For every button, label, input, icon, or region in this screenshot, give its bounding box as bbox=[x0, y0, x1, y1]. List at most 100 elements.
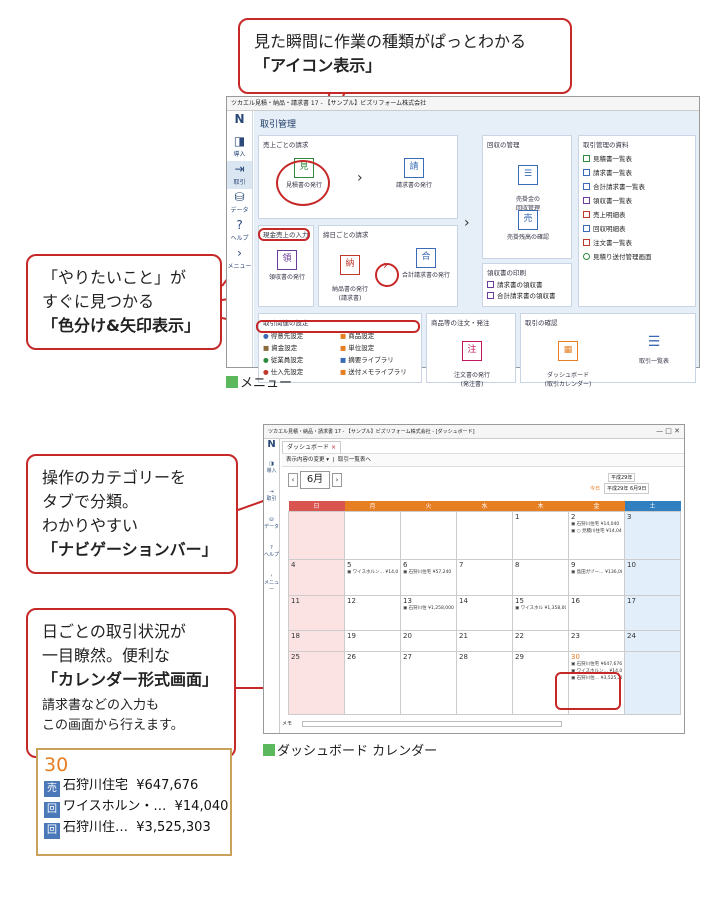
calendar-entry[interactable]: ▣ 石狩川住宅 ¥57,240 bbox=[403, 570, 452, 576]
list-item[interactable]: 見積り送付管理画面 bbox=[583, 250, 691, 264]
calendar-entry[interactable]: ▣ 石狩川住… ¥3,525,303 bbox=[571, 676, 622, 682]
calendar-day[interactable]: 15▣ ワイスホル ¥1,358,000 bbox=[512, 594, 569, 631]
calendar-entry[interactable]: ▣ ワイスホル ¥1,358,000 bbox=[515, 605, 566, 611]
list-item[interactable]: ● 得意先設定 bbox=[263, 332, 304, 340]
list-item[interactable]: 注文書一覧表 bbox=[583, 236, 691, 250]
nav-tab-intro[interactable]: ◨導入 bbox=[264, 461, 279, 489]
calendar-day[interactable]: 14 bbox=[456, 594, 513, 631]
calendar-day[interactable] bbox=[288, 510, 345, 561]
calendar-entry[interactable]: ▣ ワイスホルン… ¥14,040 bbox=[347, 570, 398, 576]
nav-tab-help[interactable]: ?ヘルプ bbox=[227, 217, 252, 245]
calendar-day[interactable]: 10 bbox=[624, 559, 681, 596]
close-icon[interactable]: × bbox=[330, 444, 336, 451]
list-item[interactable]: ■ 商品設定 bbox=[340, 332, 375, 340]
order-issue-button[interactable]: 注 注文書の発行 (発注書) bbox=[437, 334, 507, 395]
entry-row[interactable]: 回石狩川住… ¥3,525,303 bbox=[44, 818, 224, 839]
nav-tab-data[interactable]: ⛁データ bbox=[227, 189, 252, 217]
calendar-day[interactable]: 25 bbox=[288, 651, 345, 715]
day-number: 8 bbox=[515, 561, 520, 570]
calendar-day[interactable] bbox=[400, 510, 457, 561]
day-number: 14 bbox=[459, 596, 468, 605]
calendar-day[interactable] bbox=[456, 510, 513, 561]
total-invoice-issue-button[interactable]: 合 合計請求書の発行 bbox=[397, 248, 455, 279]
calendar-entry[interactable]: ▣ 島田ガヅー… ¥136,080 bbox=[571, 570, 622, 576]
calendar-day[interactable]: 23 bbox=[568, 629, 625, 653]
nav-tab-menu[interactable]: ›メニュー bbox=[227, 246, 252, 270]
calendar-entry[interactable]: ▣ ○ 見積川住宅 ¥14,040 bbox=[571, 528, 622, 534]
calendar-day[interactable]: 2▣ 石狩川住宅 ¥14,040▣ ○ 見積川住宅 ¥14,040 bbox=[568, 510, 625, 561]
calendar-day[interactable]: 1 bbox=[512, 510, 569, 561]
calendar-day[interactable]: 5▣ ワイスホルン… ¥14,040 bbox=[344, 559, 401, 596]
calendar-day[interactable]: 4 bbox=[288, 559, 345, 596]
calendar-day[interactable]: 7 bbox=[456, 559, 513, 596]
calendar-day[interactable] bbox=[344, 510, 401, 561]
menu-window: ツカエル見積・納品・請求書 17 - 【サンプル】ビズリフォーム株式会社 N ◨… bbox=[226, 96, 700, 388]
calendar-day[interactable]: 27 bbox=[400, 651, 457, 715]
calendar-entry[interactable]: ▣ 石狩川住 ¥1,258,000 bbox=[403, 605, 454, 611]
calendar-day[interactable]: 13▣ 石狩川住 ¥1,258,000 bbox=[400, 594, 457, 631]
dashboard-button[interactable]: ▦ ダッシュボード (取引カレンダー) bbox=[531, 334, 605, 395]
calendar-day[interactable]: 16 bbox=[568, 594, 625, 631]
memo-input[interactable] bbox=[302, 721, 562, 727]
trade-list-link[interactable]: 取引一覧表へ bbox=[337, 457, 371, 463]
calendar-entry[interactable]: ▣ 石狩川住宅 ¥647,676 bbox=[571, 662, 622, 668]
list-item[interactable]: 見積書一覧表 bbox=[583, 152, 691, 166]
calendar-day[interactable]: 17 bbox=[624, 594, 681, 631]
list-item[interactable]: 請求書一覧表 bbox=[583, 166, 691, 180]
nav-tab-data[interactable]: ⛁データ bbox=[264, 517, 280, 530]
highlight-circle bbox=[375, 263, 399, 287]
tab-dashboard[interactable]: ダッシュボード × bbox=[282, 441, 341, 453]
invoice-issue-button[interactable]: 請 請求書の発行 bbox=[389, 158, 439, 189]
today-button[interactable]: 平成29年 6月9日 bbox=[604, 483, 650, 494]
settings-panel: 取引関連の設定 ● 得意先設定 ■ 商品設定 ■ 資金設定 ■ 単位設定 ● 従… bbox=[258, 313, 422, 383]
calendar-day[interactable]: 28 bbox=[456, 651, 513, 715]
trade-list-button[interactable]: ☰ 取引一覧表 bbox=[638, 334, 669, 365]
nav-tab-trade[interactable]: ⇥取引 bbox=[227, 161, 252, 189]
list-item[interactable]: ● 仕入先設定 bbox=[263, 368, 304, 376]
list-item[interactable]: ■ 送付メモライブラリ bbox=[340, 368, 407, 376]
calendar-day[interactable]: 9▣ 島田ガヅー… ¥136,080 bbox=[568, 559, 625, 596]
list-item[interactable]: 合計請求書一覧表 bbox=[583, 180, 691, 194]
list-item[interactable]: 合計請求書の領収書 bbox=[487, 291, 567, 302]
prev-month-button[interactable]: ‹ bbox=[288, 473, 298, 487]
calendar-day[interactable]: 21 bbox=[456, 629, 513, 653]
collection-manage-button[interactable]: ☰ 売掛金の 回収管理 bbox=[493, 158, 563, 219]
window-controls[interactable]: — □ ✕ bbox=[656, 427, 680, 435]
list-item[interactable]: 領収書一覧表 bbox=[583, 194, 691, 208]
list-item[interactable]: 売上明細表 bbox=[583, 208, 691, 222]
list-item[interactable]: ■ 資金設定 bbox=[263, 344, 298, 352]
calendar-day[interactable]: 26 bbox=[344, 651, 401, 715]
nav-tab-intro[interactable]: ◨導入 bbox=[227, 133, 252, 161]
nav-tab-menu[interactable]: ›メニュー bbox=[264, 573, 280, 593]
receipt-issue-button[interactable]: 領 領収書の発行 bbox=[263, 250, 311, 281]
list-item[interactable]: ■ 摘要ライブラリ bbox=[340, 356, 394, 364]
list-item[interactable]: 回収明細表 bbox=[583, 222, 691, 236]
list-item[interactable]: ● 従業員設定 bbox=[263, 356, 304, 364]
display-change-button[interactable]: 表示内容の変更 bbox=[286, 457, 325, 463]
nav-tab-help[interactable]: ?ヘルプ bbox=[264, 545, 280, 558]
calendar-day[interactable]: 19 bbox=[344, 629, 401, 653]
calendar-day[interactable] bbox=[624, 651, 681, 715]
calendar-day[interactable]: 24 bbox=[624, 629, 681, 653]
calendar-entry[interactable]: ▣ ワイスホルン… ¥14,040 bbox=[571, 669, 622, 675]
calendar-day[interactable]: 11 bbox=[288, 594, 345, 631]
day-number: 15 bbox=[515, 596, 524, 605]
calendar-day[interactable]: 18 bbox=[288, 629, 345, 653]
calendar-day[interactable]: 20 bbox=[400, 629, 457, 653]
calendar-day[interactable]: 3 bbox=[624, 510, 681, 561]
calendar-day[interactable]: 12 bbox=[344, 594, 401, 631]
list-item[interactable]: ■ 単位設定 bbox=[340, 344, 375, 352]
nav-tab-trade[interactable]: ⇥取引 bbox=[264, 489, 279, 517]
next-month-button[interactable]: › bbox=[332, 473, 342, 487]
calendar-day[interactable]: 6▣ 石狩川住宅 ¥57,240 bbox=[400, 559, 457, 596]
delivery-issue-button[interactable]: 納 納品書の発行 (請求書) bbox=[323, 248, 377, 309]
calendar-day[interactable]: 22 bbox=[512, 629, 569, 653]
calendar-entry[interactable]: ▣ 石狩川住宅 ¥14,040 bbox=[571, 521, 620, 527]
calendar-day[interactable]: 8 bbox=[512, 559, 569, 596]
balance-check-button[interactable]: 売 売掛残高の確認 bbox=[493, 210, 563, 241]
entry-row[interactable]: 売石狩川住宅 ¥647,676 bbox=[44, 776, 224, 797]
entry-row[interactable]: 回ワイスホルン・… ¥14,040 bbox=[44, 797, 228, 818]
list-item[interactable]: 請求書の領収書 bbox=[487, 280, 567, 291]
calendar-day[interactable]: 30▣ 石狩川住宅 ¥647,676▣ ワイスホルン… ¥14,040▣ 石狩川… bbox=[568, 651, 625, 715]
